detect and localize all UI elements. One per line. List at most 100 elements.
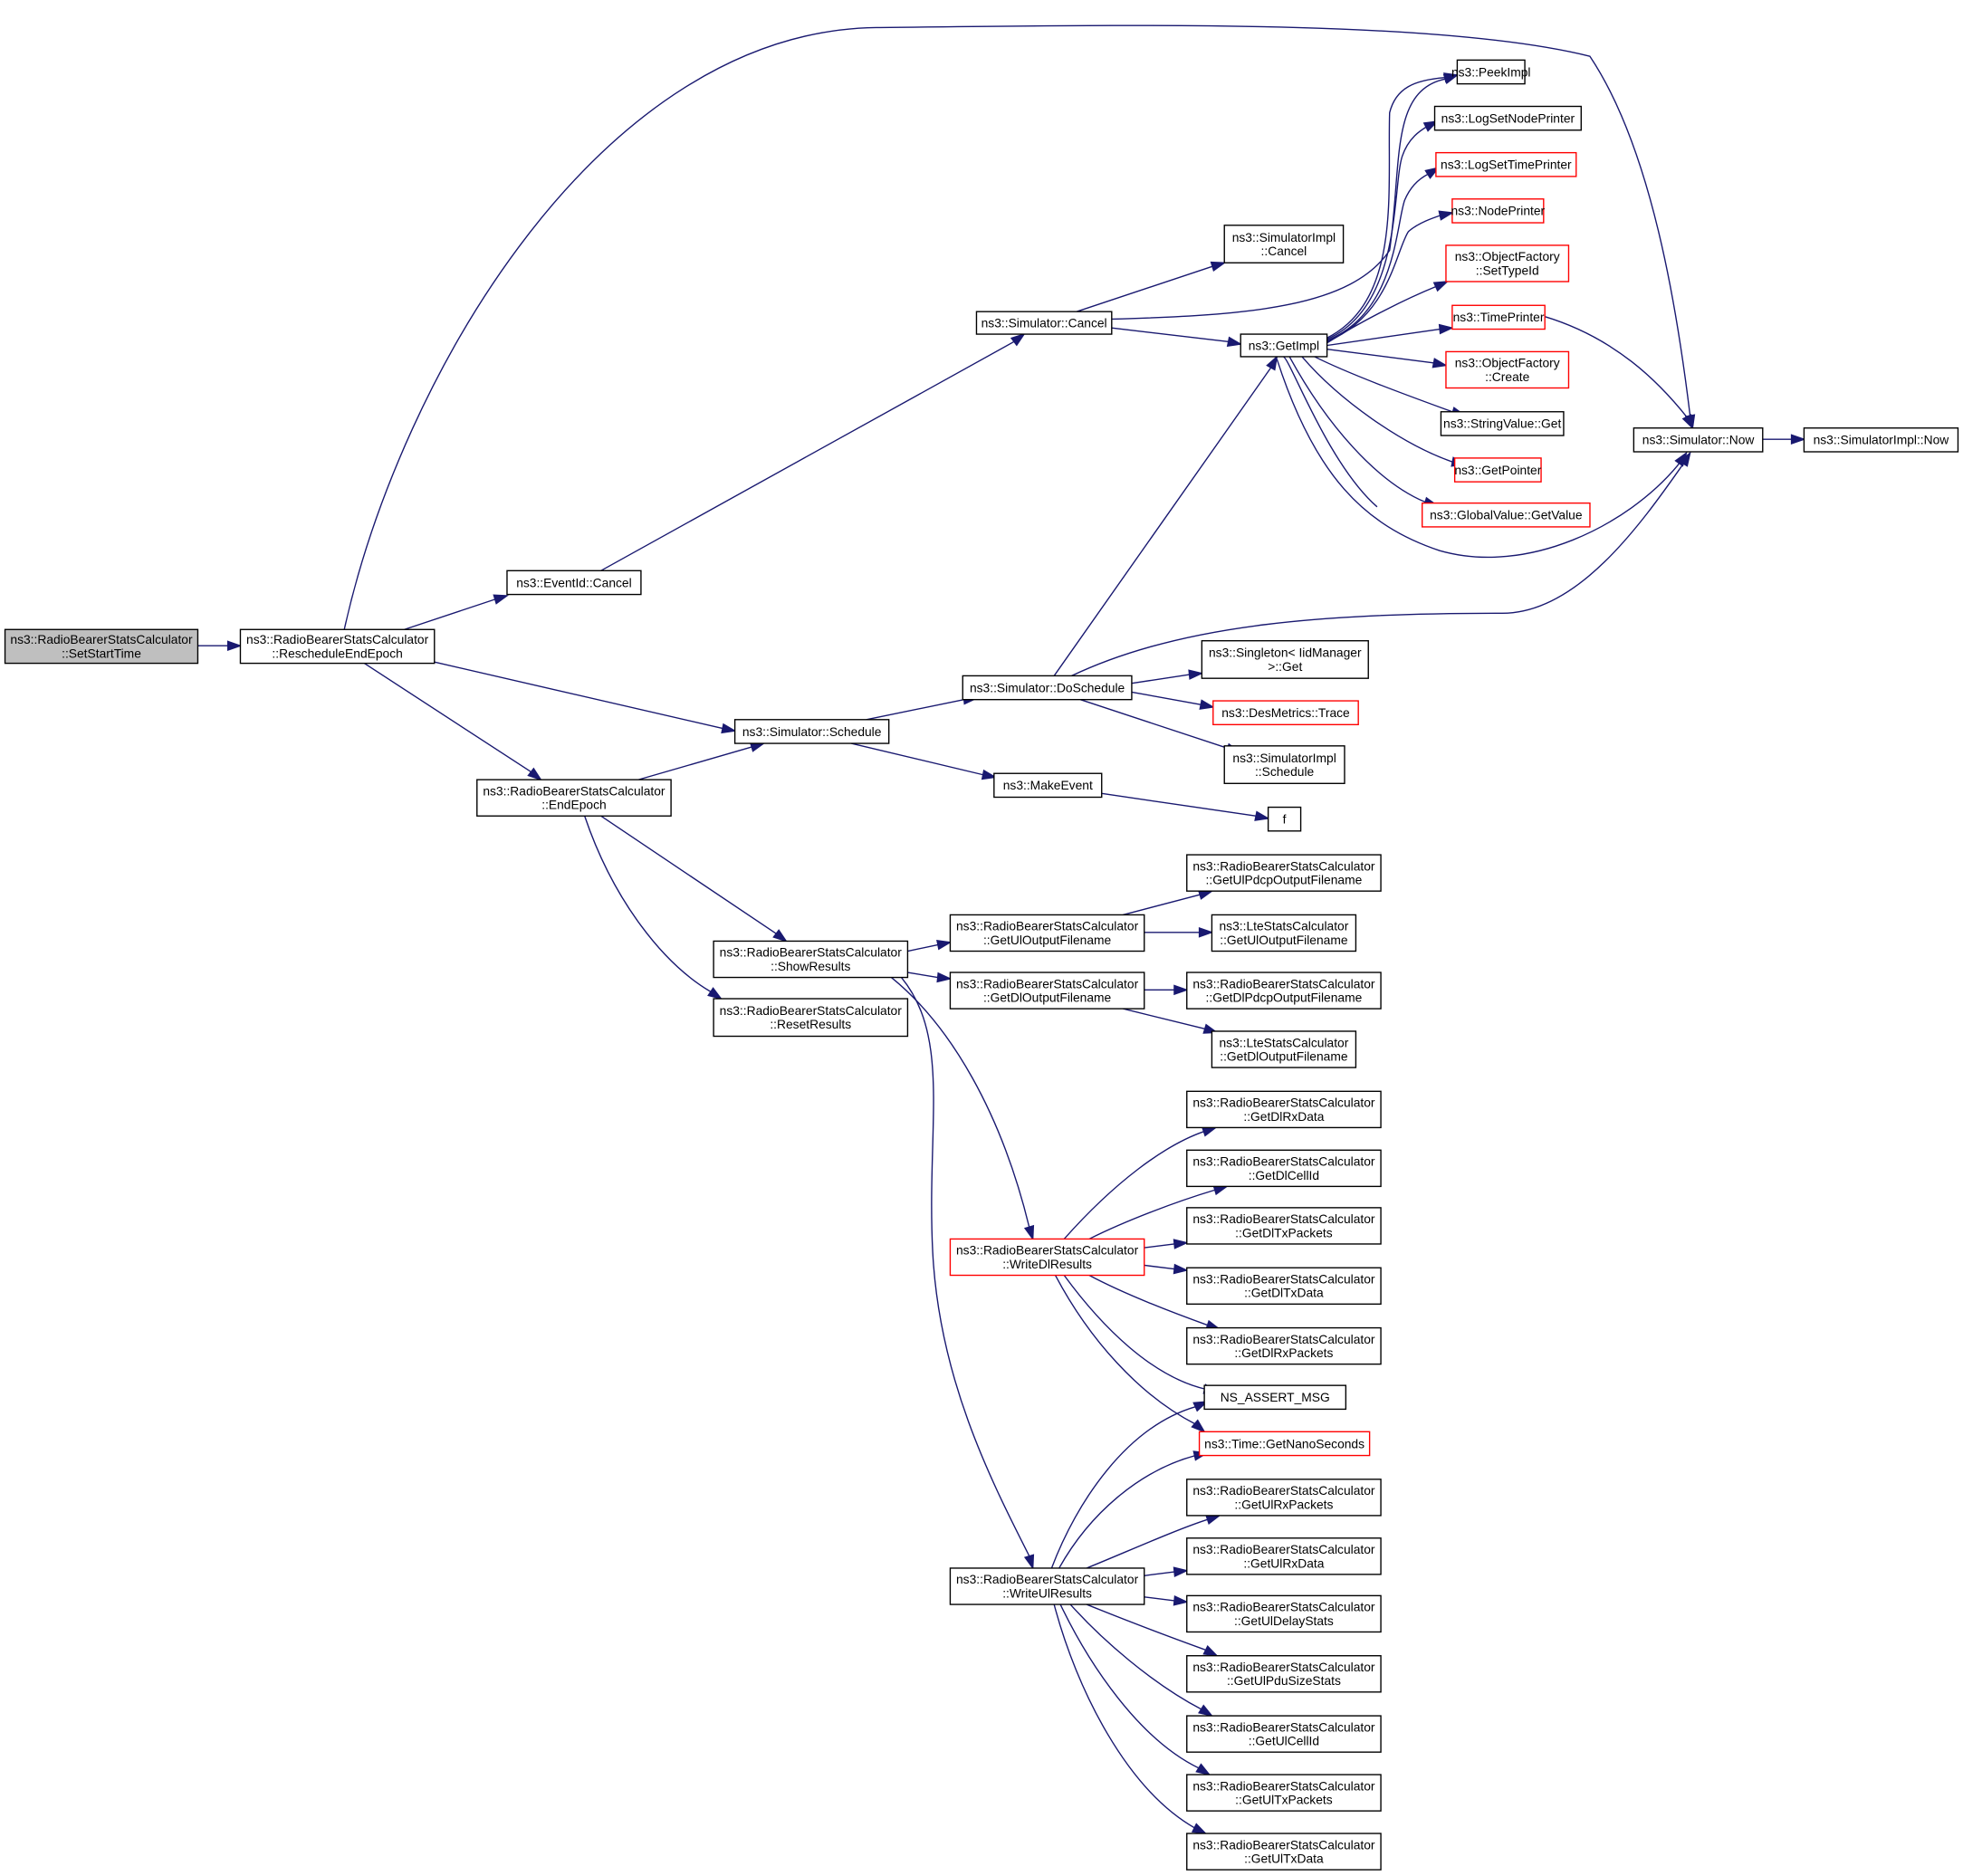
node-getdlrxpackets[interactable]: ns3::RadioBearerStatsCalculator::GetDlRx… <box>1186 1326 1382 1365</box>
node-makeevent[interactable]: ns3::MakeEvent <box>993 772 1103 799</box>
node-getdlrxdata[interactable]: ns3::RadioBearerStatsCalculator::GetDlRx… <box>1186 1090 1382 1129</box>
node-getdloutputfilename[interactable]: ns3::RadioBearerStatsCalculator::GetDlOu… <box>949 972 1145 1010</box>
node-box <box>1186 1149 1382 1188</box>
arrowhead-icon <box>1198 1704 1214 1718</box>
node-getuldelaystats[interactable]: ns3::RadioBearerStatsCalculator::GetUlDe… <box>1186 1594 1382 1633</box>
node-box <box>1198 1431 1371 1457</box>
node-label: ns3::RadioBearerStatsCalculator <box>1192 1272 1375 1287</box>
node-simulatorimpl-cancel[interactable]: ns3::SimulatorImpl::Cancel <box>1223 225 1345 263</box>
node-getdltxpackets[interactable]: ns3::RadioBearerStatsCalculator::GetDlTx… <box>1186 1207 1382 1245</box>
node-label: ns3::RadioBearerStatsCalculator <box>10 632 193 646</box>
node-globalvalue-getvalue[interactable]: ns3::GlobalValue::GetValue <box>1422 502 1591 528</box>
edge-getimpl-to-peekimpl <box>1326 72 1460 339</box>
node-lte-getdloutputfilename[interactable]: ns3::LteStatsCalculator::GetDlOutputFile… <box>1211 1030 1357 1068</box>
node-label: ::GetDlTxPackets <box>1235 1225 1333 1240</box>
node-lte-getuloutputfilename[interactable]: ns3::LteStatsCalculator::GetUlOutputFile… <box>1211 914 1357 952</box>
node-singleton-get[interactable]: ns3::Singleton< IidManager>::Get <box>1201 640 1369 679</box>
node-resetresults[interactable]: ns3::RadioBearerStatsCalculator::ResetRe… <box>713 998 909 1038</box>
node-writeulresults[interactable]: ns3::RadioBearerStatsCalculator::WriteUl… <box>949 1567 1145 1605</box>
node-label: ns3::ObjectFactory <box>1455 356 1560 370</box>
node-simulatorimpl-schedule[interactable]: ns3::SimulatorImpl::Schedule <box>1223 745 1345 784</box>
node-ns-assert-msg[interactable]: NS_ASSERT_MSG <box>1203 1384 1347 1411</box>
node-box <box>1803 427 1959 453</box>
node-getulrxdata[interactable]: ns3::RadioBearerStatsCalculator::GetUlRx… <box>1186 1537 1382 1575</box>
node-label: ns3::PeekImpl <box>1451 64 1531 79</box>
node-simulator-cancel[interactable]: ns3::Simulator::Cancel <box>975 311 1113 335</box>
node-showresults[interactable]: ns3::RadioBearerStatsCalculator::ShowRes… <box>713 940 909 979</box>
arrowhead-icon <box>1438 323 1454 335</box>
edge-line <box>1276 359 1688 559</box>
node-getulpdcpoutputfilename[interactable]: ns3::RadioBearerStatsCalculator::GetUlPd… <box>1186 854 1382 892</box>
edge-getuloutputfilename-to-getulpdcpoutputfilename <box>1123 889 1214 916</box>
node-logsetnodeprinter[interactable]: ns3::LogSetNodePrinter <box>1433 105 1582 131</box>
node-simulatorimpl-now[interactable]: ns3::SimulatorImpl::Now <box>1803 427 1959 453</box>
node-nodeprinter[interactable]: ns3::NodePrinter <box>1451 198 1546 224</box>
node-getimpl[interactable]: ns3::GetImpl <box>1240 333 1328 358</box>
node-endepoch[interactable]: ns3::RadioBearerStatsCalculator::EndEpoc… <box>476 779 672 817</box>
arrowhead-icon <box>1226 336 1243 347</box>
node-objectfactory-create[interactable]: ns3::ObjectFactory::Create <box>1445 350 1570 389</box>
node-label: ns3::RadioBearerStatsCalculator <box>1192 1096 1375 1110</box>
arrowhead-icon <box>749 742 766 752</box>
node-label: ::WriteDlResults <box>1002 1257 1092 1271</box>
node-setstarttime[interactable]: ns3::RadioBearerStatsCalculator::SetStar… <box>4 628 199 665</box>
node-box <box>1440 411 1565 436</box>
node-box <box>1203 1384 1347 1411</box>
edge-rescheduleendepoch-to-endepoch <box>363 663 542 781</box>
node-box <box>1223 745 1345 784</box>
node-getulcellid[interactable]: ns3::RadioBearerStatsCalculator::GetUlCe… <box>1186 1715 1382 1753</box>
edge-line <box>1111 74 1458 321</box>
edge-line <box>1326 120 1438 340</box>
node-getulrxpackets[interactable]: ns3::RadioBearerStatsCalculator::GetUlRx… <box>1186 1479 1382 1517</box>
node-eventid-cancel[interactable]: ns3::EventId::Cancel <box>506 570 642 596</box>
node-timeprinter[interactable]: ns3::TimePrinter <box>1451 304 1546 330</box>
node-getpointer[interactable]: ns3::GetPointer <box>1453 457 1542 483</box>
edge-rescheduleendepoch-to-eventid-cancel <box>404 594 509 630</box>
node-box <box>1186 1267 1382 1306</box>
node-getuloutputfilename[interactable]: ns3::RadioBearerStatsCalculator::GetUlOu… <box>949 914 1145 952</box>
node-box <box>1456 59 1526 85</box>
node-box <box>1186 854 1382 892</box>
node-rescheduleendepoch[interactable]: ns3::RadioBearerStatsCalculator::Resched… <box>239 628 436 665</box>
node-box <box>1633 427 1764 453</box>
node-objectfactory-settypeid[interactable]: ns3::ObjectFactory::SetTypeId <box>1445 244 1570 282</box>
node-f[interactable]: f <box>1267 806 1302 832</box>
node-simulator-now[interactable]: ns3::Simulator::Now <box>1633 427 1764 453</box>
node-logsettimeprinter[interactable]: ns3::LogSetTimePrinter <box>1435 151 1577 177</box>
node-box <box>1267 806 1302 832</box>
node-writedlresults[interactable]: ns3::RadioBearerStatsCalculator::WriteDl… <box>949 1238 1145 1277</box>
node-label: ::ShowResults <box>771 959 850 973</box>
edge-line <box>637 742 764 780</box>
node-getdltxdata[interactable]: ns3::RadioBearerStatsCalculator::GetDlTx… <box>1186 1267 1382 1306</box>
edge-simulator-doschedule-to-singleton-get <box>1131 669 1204 684</box>
edge-timeprinter-to-simulator-now <box>1544 316 1694 430</box>
node-getultxdata[interactable]: ns3::RadioBearerStatsCalculator::GetUlTx… <box>1186 1833 1382 1871</box>
node-stringvalue-get[interactable]: ns3::StringValue::Get <box>1440 411 1565 436</box>
edge-simulator-cancel-to-getimpl <box>1111 327 1243 347</box>
node-box <box>1435 151 1577 177</box>
node-simulator-schedule[interactable]: ns3::Simulator::Schedule <box>733 719 890 744</box>
arrowhead-icon <box>1201 1126 1218 1137</box>
edge-line <box>1326 348 1447 367</box>
node-label: ns3::LteStatsCalculator <box>1219 919 1348 933</box>
node-getultxpackets[interactable]: ns3::RadioBearerStatsCalculator::GetUlTx… <box>1186 1774 1382 1812</box>
node-box <box>239 628 436 665</box>
edge-line <box>1086 1515 1220 1569</box>
node-getulpdusizestats[interactable]: ns3::RadioBearerStatsCalculator::GetUlPd… <box>1186 1655 1382 1693</box>
node-label: ::GetUlOutputFilename <box>983 933 1112 947</box>
node-box <box>1433 105 1582 131</box>
node-desmetrics-trace[interactable]: ns3::DesMetrics::Trace <box>1212 700 1359 726</box>
node-label: ns3::RadioBearerStatsCalculator <box>246 632 429 646</box>
node-getdlcellid[interactable]: ns3::RadioBearerStatsCalculator::GetDlCe… <box>1186 1149 1382 1188</box>
node-peekimpl[interactable]: ns3::PeekImpl <box>1451 59 1531 85</box>
node-label: ns3::RadioBearerStatsCalculator <box>1192 1542 1375 1556</box>
node-box <box>1211 914 1357 952</box>
node-getdlpdcpoutputfilename[interactable]: ns3::RadioBearerStatsCalculator::GetDlPd… <box>1186 972 1382 1010</box>
node-label: ns3::MakeEvent <box>1003 778 1093 792</box>
edge-simulator-doschedule-to-simulator-now <box>1071 451 1691 677</box>
node-time-getnanoseconds[interactable]: ns3::Time::GetNanoSeconds <box>1198 1431 1371 1457</box>
node-simulator-doschedule[interactable]: ns3::Simulator::DoSchedule <box>962 675 1133 701</box>
node-box <box>1453 457 1542 483</box>
node-label: ::GetDlCellId <box>1249 1168 1319 1182</box>
node-label: ns3::RadioBearerStatsCalculator <box>1192 858 1375 873</box>
